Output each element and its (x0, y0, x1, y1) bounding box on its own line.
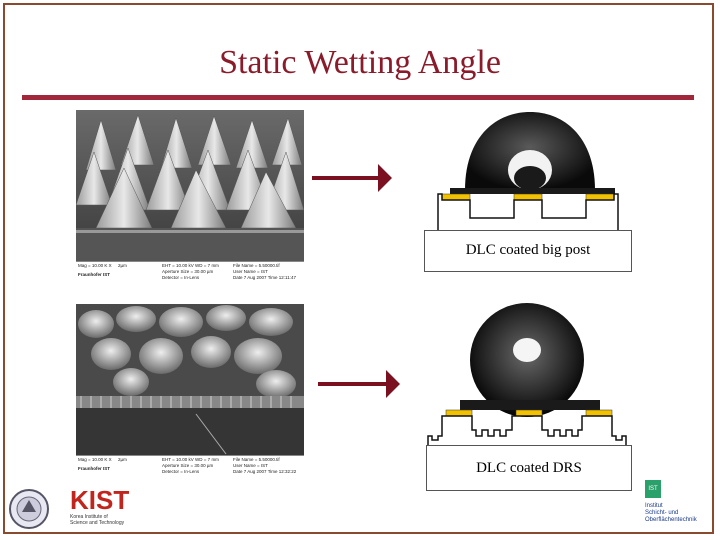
caption-drs: DLC coated DRS (426, 445, 632, 491)
ist-line3: Oberflächentechnik (645, 517, 697, 523)
arrow-right-icon (312, 164, 392, 192)
sem-user: User Name = IST (233, 463, 268, 468)
sem-user: User Name = IST (233, 269, 268, 274)
slide-title: Static Wetting Angle (219, 44, 501, 81)
ist-institute-text: Institut Schicht- und Oberflächentechnik (645, 503, 697, 524)
caption-text: DLC coated DRS (476, 460, 582, 476)
arrow-right-icon (318, 370, 400, 398)
sem-scale: 2µm (118, 263, 127, 268)
sem-image-drs: Mag = 10.00 K X 2µm Fraunhofer IST EHT =… (76, 304, 304, 476)
sem-drs-graphic (76, 304, 304, 456)
sem-params2: Aperture Size = 30.00 µm (162, 269, 214, 274)
ist-mark-text: IST (648, 486, 658, 492)
sem-info-bar: Mag = 10.00 K X 2µm Fraunhofer IST EHT =… (76, 455, 304, 476)
title-underline (22, 95, 694, 100)
sem-info-bar: Mag = 10.00 K X 2µm Fraunhofer IST EHT =… (76, 261, 304, 282)
sem-brand: Fraunhofer IST (78, 466, 111, 471)
caption-text: DLC coated big post (465, 242, 591, 258)
sem-detector: Detector = In-Lens (162, 469, 200, 474)
slide-frame (3, 3, 714, 534)
sem-brand: Fraunhofer IST (78, 272, 111, 277)
kist-logo-text: KIST (70, 485, 130, 515)
caption-big-post: DLC coated big post (424, 230, 632, 272)
sem-mag: Mag = 10.00 K X (78, 457, 112, 462)
sem-pyramids-graphic (76, 110, 304, 262)
droplet-big-post-diagram (437, 112, 619, 236)
sem-date: Date 7 Aug 2007 Time 12:32:22 (233, 469, 297, 474)
kist-sub1: Korea Institute of (70, 514, 108, 520)
sem-scale: 2µm (118, 457, 127, 462)
droplet-drs-diagram (427, 303, 627, 446)
kist-sub2: Science and Technology (70, 520, 125, 526)
ist-logo-mark: IST (645, 480, 661, 498)
sem-mag: Mag = 10.00 K X (78, 263, 112, 268)
kist-logo: KIST Korea Institute of Science and Tech… (70, 485, 130, 536)
ist-line2: Schicht- und (645, 510, 679, 516)
ist-line1: Institut (645, 503, 663, 509)
sem-file: File Name = 5.50000.tif (233, 457, 280, 462)
sem-params2: Aperture Size = 30.00 µm (162, 463, 214, 468)
sem-image-big-post: Mag = 10.00 K X 2µm Fraunhofer IST EHT =… (76, 110, 304, 282)
university-seal-icon (9, 489, 49, 529)
sem-file: File Name = 5.50000.tif (233, 263, 280, 268)
sem-date: Date 7 Aug 2007 Time 12:11:47 (233, 275, 296, 280)
sem-params: EHT = 10.00 kV WD = 7 mm (162, 457, 219, 462)
sem-detector: Detector = In-Lens (162, 275, 200, 280)
sem-params: EHT = 10.00 kV WD = 7 mm (162, 263, 219, 268)
